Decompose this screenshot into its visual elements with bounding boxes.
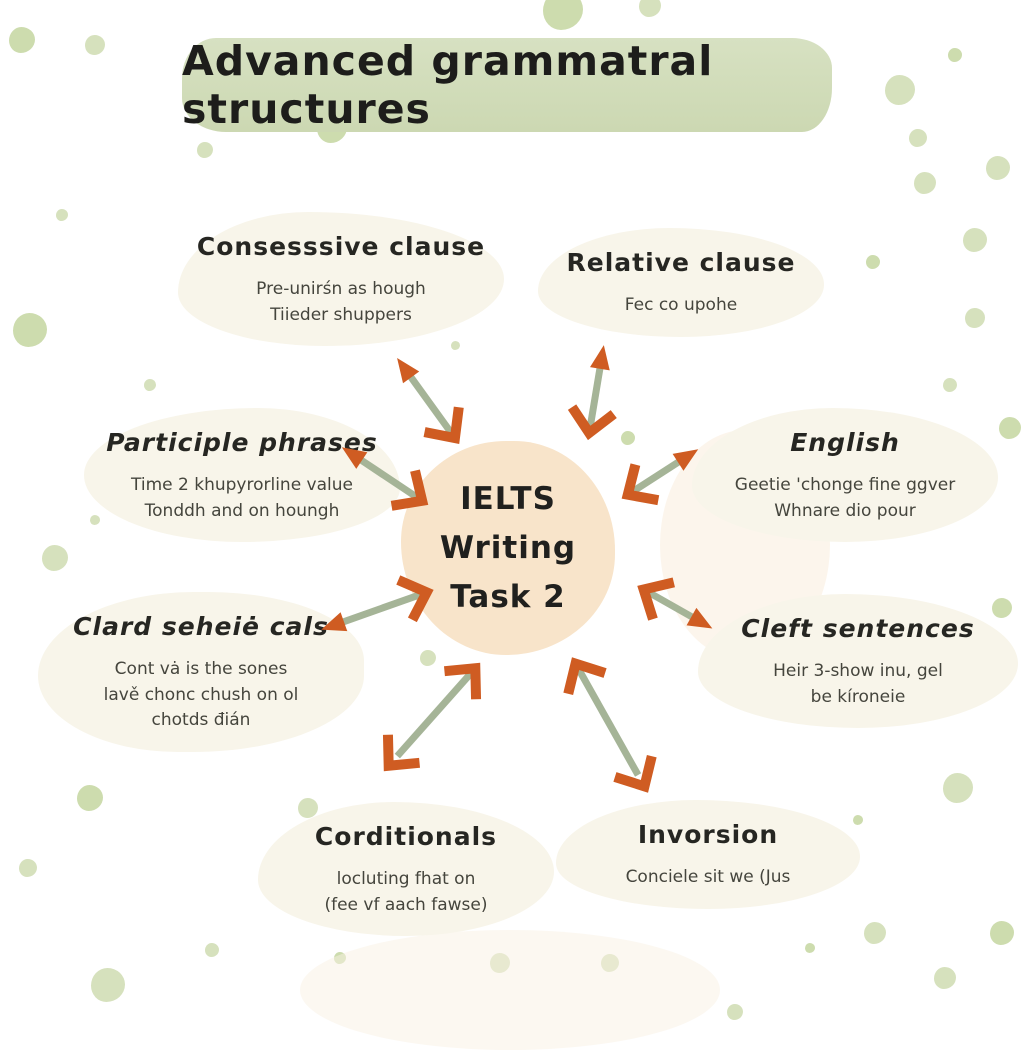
- node-subtext-line: Geetie 'chonge fine ggver: [734, 475, 956, 495]
- green-dot: [42, 545, 68, 571]
- green-dot: [13, 313, 47, 347]
- green-dot: [639, 0, 661, 17]
- green-dot: [943, 773, 973, 803]
- green-dot: [9, 27, 35, 53]
- green-dot: [543, 0, 583, 30]
- green-dot: [943, 378, 957, 392]
- green-dot: [621, 431, 635, 445]
- node-english: English Geetie 'chonge fine ggver Whnare…: [692, 408, 998, 542]
- green-dot: [990, 921, 1014, 945]
- green-dot: [19, 859, 37, 877]
- green-dot: [144, 379, 156, 391]
- node-consesssive-clause: Consesssive clause Pre-unirśn as hough T…: [178, 212, 504, 346]
- node-subtext-line: chotds đián: [151, 710, 251, 730]
- node-relative-clause: Relative clause Fec co upohe: [538, 228, 824, 337]
- green-dot: [864, 922, 886, 944]
- node-subtext-line: Conciele sit we (Jus: [625, 867, 791, 887]
- node-title: Cleft sentences: [741, 614, 975, 643]
- node-title: English: [790, 428, 900, 457]
- green-dot: [56, 209, 68, 221]
- node-participle-phrases: Participle phrases Time 2 khupyrorline v…: [84, 408, 400, 542]
- node-subtext-line: Whnare dio pour: [774, 500, 916, 521]
- green-dot: [205, 943, 219, 957]
- background-dots: [9, 0, 1021, 1020]
- node-subtext: Time 2 khupyrorline value Tonddh and on …: [131, 473, 353, 524]
- green-dot: [948, 48, 962, 62]
- green-dot: [853, 815, 863, 825]
- green-dot: [85, 35, 105, 55]
- node-subtext-line: Pre-unirśn as hough: [256, 279, 426, 299]
- peach-accent-blob: [300, 930, 720, 1050]
- node-subtext: Fec co upohe: [625, 293, 737, 319]
- green-dot: [77, 785, 103, 811]
- node-subtext-line: Tonddh and on houngh: [144, 500, 340, 521]
- node-subtext-line: locluting fhat on: [336, 869, 476, 889]
- green-dot: [90, 515, 100, 525]
- node-subtext-line: Time 2 khupyrorline value: [131, 475, 353, 495]
- node-invorsion: Invorsion Conciele sit we (Jus: [556, 800, 860, 909]
- node-subtext: Pre-unirśn as hough Tiieder shuppers: [256, 277, 426, 328]
- node-subtext-line: Tiieder shuppers: [270, 304, 412, 325]
- node-clard-seheie-cals: Clard seheiė cals Cont vȧ is the sones l…: [38, 592, 364, 752]
- center-node-ielts-writing-task2: IELTS Writing Task 2: [401, 441, 615, 655]
- node-subtext: Cont vȧ is the sones lavě chonc chush on…: [104, 657, 299, 734]
- node-title: Clard seheiė cals: [73, 612, 329, 641]
- green-dot: [909, 129, 927, 147]
- node-corditionals: Corditionals locluting fhat on (fee vf a…: [258, 802, 554, 936]
- title-banner: Advanced grammatral structures: [182, 37, 832, 133]
- node-title: Participle phrases: [106, 428, 378, 457]
- center-line-3: Task 2: [450, 579, 566, 615]
- node-subtext: Heir 3-show inu, gel be kíroneie: [773, 659, 943, 710]
- mindmap-canvas: Advanced grammatral structures IELTS Wri…: [9, 0, 1021, 1050]
- node-subtext: Geetie 'chonge fine ggver Whnare dio pou…: [735, 473, 955, 524]
- page-title: Advanced grammatral structures: [182, 37, 714, 133]
- green-dot: [986, 156, 1010, 180]
- node-cleft-sentences: Cleft sentences Heir 3-show inu, gel be …: [698, 594, 1018, 728]
- node-subtext: locluting fhat on (fee vf aach fawse): [324, 867, 487, 918]
- node-title: Invorsion: [637, 820, 779, 849]
- node-title: Relative clause: [566, 248, 796, 277]
- node-subtext: Conciele sit we (Jus: [626, 865, 791, 891]
- green-dot: [298, 798, 318, 818]
- green-dot: [885, 75, 915, 105]
- green-dot: [914, 172, 936, 194]
- node-subtext-line: Fec co upohe: [624, 295, 738, 315]
- node-title: Corditionals: [314, 822, 498, 851]
- green-dot: [992, 598, 1012, 618]
- green-dot: [420, 650, 436, 666]
- node-subtext-line: Heir 3-show inu, gel: [773, 661, 943, 681]
- node-subtext-line: Cont vȧ is the sones: [114, 659, 288, 679]
- green-dot: [999, 417, 1021, 439]
- green-dot: [963, 228, 987, 252]
- green-dot: [450, 340, 460, 350]
- node-subtext-line: (fee vf aach fawse): [324, 894, 488, 915]
- center-line-2: Writing: [439, 530, 577, 566]
- green-dot: [805, 943, 815, 953]
- node-title: Consesssive clause: [196, 232, 486, 261]
- node-subtext-line: lavě chonc chush on ol: [103, 684, 299, 705]
- node-subtext-line: be kíroneie: [810, 686, 906, 707]
- green-dot: [934, 967, 956, 989]
- green-dot: [965, 308, 985, 328]
- green-dot: [866, 255, 880, 269]
- center-line-1: IELTS: [460, 481, 556, 517]
- green-dot: [197, 142, 213, 158]
- green-dot: [91, 968, 125, 1002]
- green-dot: [727, 1004, 743, 1020]
